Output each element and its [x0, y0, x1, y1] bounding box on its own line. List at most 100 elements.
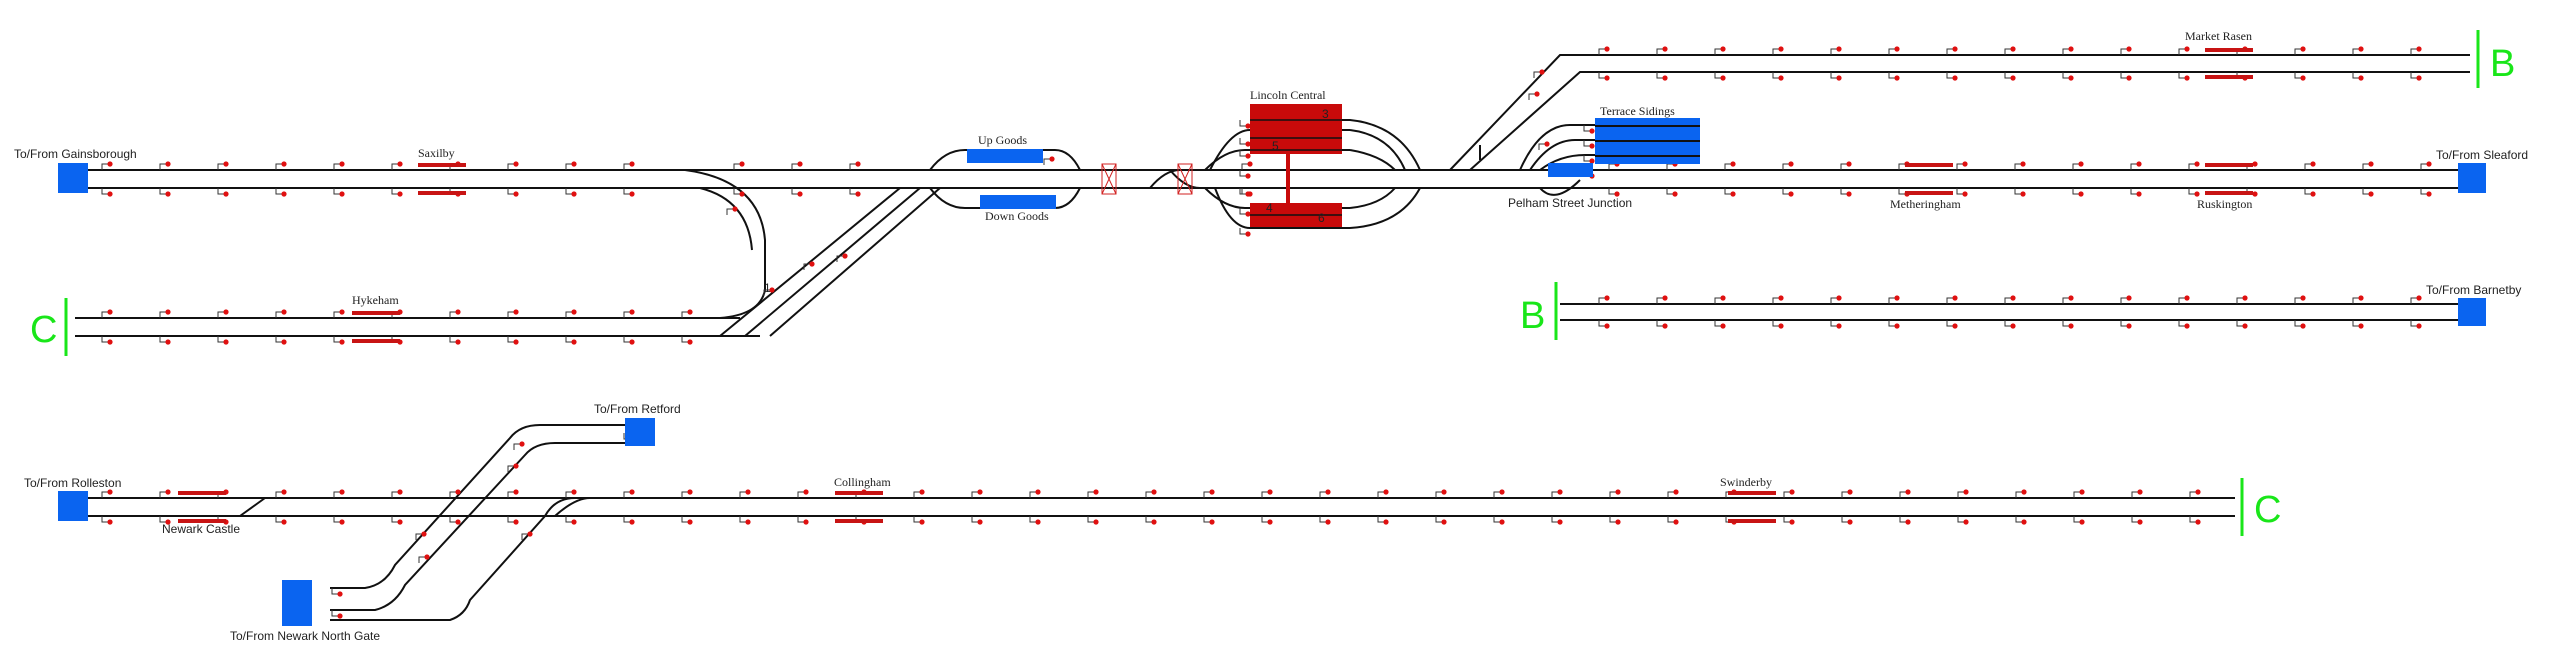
market-rasen-up-signal: [2004, 46, 2016, 55]
main-east-down-signal: [1782, 188, 1794, 197]
hykeham-up-signal: [449, 309, 461, 318]
hykeham-down-signal: [623, 336, 635, 345]
bottom-up-signal: [1957, 489, 1969, 498]
collingham-platform-up: [835, 491, 883, 495]
lincoln-fan-up-3: [1209, 129, 1350, 171]
lincoln-fan-up-1: [1204, 149, 1350, 171]
sidings: [967, 118, 1700, 209]
main-west-down-signal: [623, 188, 635, 197]
level-crossings: [1101, 163, 1193, 195]
main-east-up-signal: [2014, 161, 2026, 170]
barnetby-up-signal: [1888, 295, 1900, 304]
main-east-up-signal: [2362, 161, 2374, 170]
bottom-down-signal: [2189, 516, 2201, 525]
main-west-down-signal: [217, 188, 229, 197]
bottom-up-signal: [1493, 489, 1505, 498]
swinderby-platform-up: [1728, 491, 1776, 495]
bottom-down-signal: [2131, 516, 2143, 525]
bottom-down-signal: [1203, 516, 1215, 525]
barnetby-down-signal: [2294, 320, 2306, 329]
barnetby-up-signal: [2236, 295, 2248, 304]
hykeham-spur-up: [684, 169, 766, 319]
main-west-up-signal: [101, 161, 113, 170]
ruskington-label: Ruskington: [2197, 197, 2252, 211]
newark-ng-terminal: [282, 580, 312, 626]
ruskington-platform-down: [2205, 191, 2253, 195]
market-rasen-label: Market Rasen: [2185, 29, 2252, 43]
platform-number-6: 6: [1318, 211, 1325, 225]
down-goods-label: Down Goods: [985, 209, 1049, 223]
hykeham-up-signal: [101, 309, 113, 318]
bottom-up-signal: [391, 489, 403, 498]
market-rasen-down-signal: [2120, 72, 2132, 81]
barnetby-up-signal: [1946, 295, 1958, 304]
terrace-signal: [1583, 125, 1595, 134]
bottom-down-signal: [565, 516, 577, 525]
bottom-down-signal: [1493, 516, 1505, 525]
market-rasen-down-signal: [1598, 72, 1610, 81]
bottom-up-signal: [1087, 489, 1099, 498]
bottom-down-signal: [1319, 516, 1331, 525]
market-rasen-up-signal: [2062, 46, 2074, 55]
bottom-down-signal: [449, 516, 461, 525]
market-rasen-up-signal: [1598, 46, 1610, 55]
crossover-1: [1149, 169, 1181, 189]
barnetby-down-signal: [1598, 320, 1610, 329]
market-rasen-down-signal: [2410, 72, 2422, 81]
main-east-down-signal: [2304, 188, 2316, 197]
rolleston-label: To/From Rolleston: [24, 476, 121, 490]
bottom-up-signal: [333, 489, 345, 498]
main-mid-down-signal: [791, 188, 803, 197]
bottom-up-signal: [1783, 489, 1795, 498]
market-rasen-down-signal: [1772, 72, 1784, 81]
retford-line-1: [330, 424, 625, 589]
market-rasen-down-signal: [1946, 72, 1958, 81]
hykeham-spur-down: [699, 187, 753, 251]
bottom-up-signal: [739, 489, 751, 498]
bottom-up-signal: [1261, 489, 1273, 498]
platform-number-4: 4: [1266, 201, 1273, 215]
platforms: [178, 48, 2253, 523]
bottom-down-signal: [1783, 516, 1795, 525]
hykeham-down-signal: [681, 336, 693, 345]
main-west-down-signal: [333, 188, 345, 197]
lincoln-platform-signal: [1239, 170, 1251, 179]
market-rasen-down-signal: [1830, 72, 1842, 81]
market-rasen-down-signal: [2062, 72, 2074, 81]
c-right-letter: C: [2254, 489, 2281, 531]
market-rasen-down-signal: [1714, 72, 1726, 81]
lincoln-fan-top-2: [1349, 129, 1406, 171]
market-rasen-down-signal: [1656, 72, 1668, 81]
newark-castle-platform-down: [178, 519, 226, 523]
main-east-down-signal: [2072, 188, 2084, 197]
bottom-up-signal: [1667, 489, 1679, 498]
branch-signal-12: [1043, 156, 1055, 165]
rolleston-terminal: [58, 491, 88, 521]
newark-castle-label: Newark Castle: [162, 522, 240, 536]
main-west-down-signal: [275, 188, 287, 197]
bottom-up-signal: [971, 489, 983, 498]
bottom-down-signal: [971, 516, 983, 525]
market-rasen-up-signal: [1656, 46, 1668, 55]
hykeham-up-signal: [217, 309, 229, 318]
hykeham-down-signal: [159, 336, 171, 345]
bottom-down-signal: [333, 516, 345, 525]
market-rasen-down-signal: [2352, 72, 2364, 81]
bottom-up-signal: [101, 489, 113, 498]
market-rasen-up: [1449, 54, 2470, 171]
bottom-down-signal: [1377, 516, 1389, 525]
newark-north-gate-label: To/From Newark North Gate: [230, 629, 380, 643]
bottom-down-signal: [797, 516, 809, 525]
main-west-up-signal: [333, 161, 345, 170]
bottom-down-signal: [1551, 516, 1563, 525]
newark-ng-line-2: [554, 497, 591, 517]
main-west-up-signal: [507, 161, 519, 170]
hykeham-up-signal: [275, 309, 287, 318]
bottom-down-signal: [507, 516, 519, 525]
hykeham-down-signal: [101, 336, 113, 345]
bottom-up-signal: [1551, 489, 1563, 498]
bottom-down-signal: [1667, 516, 1679, 525]
pelham-loop: [1539, 179, 1581, 196]
branch-signal-4: [513, 441, 525, 450]
branch-signal-3: [763, 287, 775, 296]
